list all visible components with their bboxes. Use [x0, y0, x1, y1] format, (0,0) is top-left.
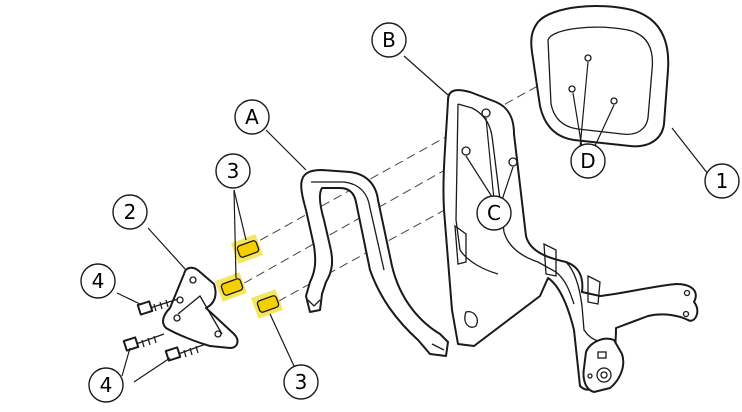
callout-2: 2	[112, 194, 148, 230]
svg-text:4: 4	[100, 373, 113, 397]
tubular-bar	[300, 169, 449, 357]
svg-text:D: D	[580, 149, 595, 173]
svg-text:C: C	[487, 201, 501, 225]
svg-text:A: A	[245, 105, 259, 129]
callout-C: C	[476, 195, 512, 231]
bushing-bottom	[251, 289, 283, 319]
svg-text:B: B	[382, 28, 396, 52]
leader-lines	[116, 55, 709, 383]
latch-mechanism	[582, 337, 625, 393]
callout-4-bottom: 4	[88, 367, 124, 403]
screw-middle	[122, 333, 165, 352]
callout-B: B	[371, 22, 407, 58]
callout-4-top: 4	[80, 263, 116, 299]
upright-frame	[442, 89, 699, 391]
svg-text:1: 1	[716, 169, 729, 193]
bushing-middle	[215, 272, 247, 302]
mounting-plate	[162, 266, 239, 349]
svg-text:4: 4	[92, 269, 105, 293]
callout-3-bottom: 3	[283, 364, 319, 400]
callout-A: A	[234, 99, 270, 135]
callout-D: D	[570, 143, 606, 179]
callout-3-top: 3	[215, 153, 251, 189]
callout-1: 1	[704, 163, 740, 199]
svg-text:3: 3	[295, 370, 308, 394]
backrest-pad	[530, 5, 670, 148]
svg-text:3: 3	[227, 159, 240, 183]
svg-text:2: 2	[124, 200, 137, 224]
screw-top	[136, 298, 179, 316]
screw-bottom	[164, 343, 207, 362]
bushing-top	[231, 234, 263, 264]
